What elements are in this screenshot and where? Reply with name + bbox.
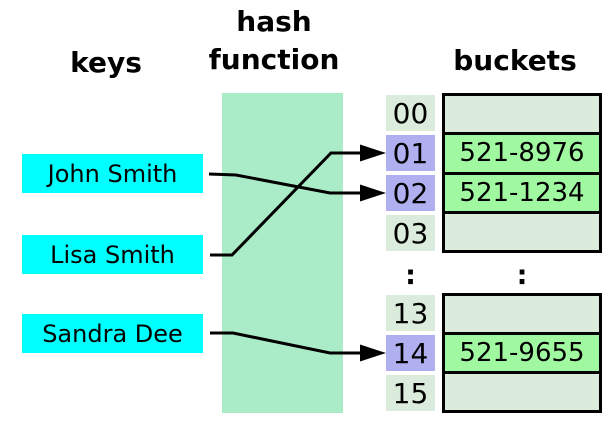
hash-function-heading: hash function <box>208 5 340 76</box>
bucket-ellipsis: : <box>516 259 528 291</box>
hash-function-box <box>222 93 343 413</box>
index-ellipsis: : <box>405 259 416 291</box>
bucket-index-15: 15 <box>386 375 435 411</box>
keys-heading: keys <box>70 46 142 79</box>
bucket-row-15 <box>445 371 599 410</box>
bucket-table-bottom: 521-9655 <box>442 293 602 413</box>
bucket-row-02: 521-1234 <box>445 171 599 211</box>
bucket-row-01: 521-8976 <box>445 132 599 172</box>
bucket-row-13 <box>445 296 599 332</box>
bucket-table-top: 521-8976 521-1234 <box>442 93 602 253</box>
buckets-heading: buckets <box>453 44 577 77</box>
key-sandra-dee: Sandra Dee <box>22 314 203 353</box>
bucket-row-14: 521-9655 <box>445 332 599 371</box>
bucket-index-14: 14 <box>386 335 435 371</box>
bucket-index-00: 00 <box>386 95 435 131</box>
bucket-index-02: 02 <box>386 175 435 211</box>
bucket-index-03: 03 <box>386 215 435 251</box>
bucket-index-01: 01 <box>386 135 435 171</box>
bucket-row-00 <box>445 96 599 133</box>
bucket-row-03 <box>445 210 599 250</box>
key-lisa-smith: Lisa Smith <box>22 235 203 274</box>
bucket-index-13: 13 <box>386 295 435 331</box>
key-john-smith: John Smith <box>22 154 203 193</box>
